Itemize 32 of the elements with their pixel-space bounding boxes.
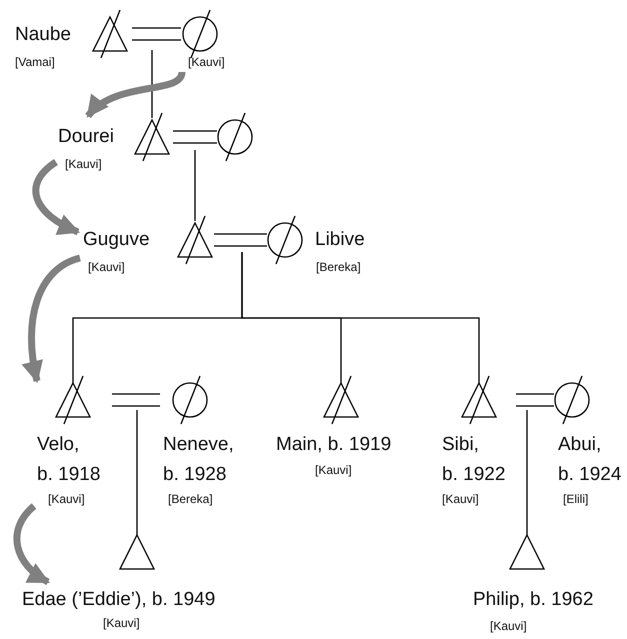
descent-line: [194, 150, 196, 221]
person-name: Abui, b. 1924: [558, 433, 622, 487]
person-name: Libive: [315, 228, 366, 252]
person-name: Philip, b. 1962: [473, 588, 594, 612]
clan-label: [Kauvi]: [88, 259, 126, 275]
descent-line: [151, 50, 153, 118]
inheritance-arrow: [32, 159, 80, 236]
clan-label: [Kauvi]: [442, 491, 480, 507]
person-name: Velo, b. 1918: [37, 433, 102, 487]
descent-line: [241, 252, 480, 383]
clan-label: [Kauvi]: [48, 491, 86, 507]
person-name: Guguve: [83, 228, 151, 252]
person-name: Naube: [15, 23, 72, 47]
clan-label: [Vamai]: [15, 54, 56, 70]
inheritance-arrow: [22, 254, 82, 384]
person-name: Sibi, b. 1922: [442, 433, 506, 487]
person-name: Neneve, b. 1928: [163, 433, 235, 487]
person-name: Dourei: [58, 125, 115, 149]
person-name: Main, b. 1919: [276, 433, 392, 457]
clan-label: [Kauvi]: [188, 54, 226, 70]
inheritance-arrow: [85, 71, 186, 118]
clan-label: [Kauvi]: [315, 462, 353, 478]
clan-label: [Bereka]: [316, 259, 362, 275]
clan-label: [Bereka]: [168, 491, 214, 507]
clan-label: [Elili]: [563, 491, 590, 507]
person-name: Edae (’Eddie’), b. 1949: [22, 588, 216, 612]
descent-line: [526, 410, 528, 535]
clan-label: [Kauvi]: [65, 156, 103, 172]
inheritance-arrow: [13, 503, 50, 585]
descent-line: [136, 410, 138, 535]
clan-label: [Kauvi]: [103, 615, 141, 631]
clan-label: [Kauvi]: [490, 618, 528, 634]
